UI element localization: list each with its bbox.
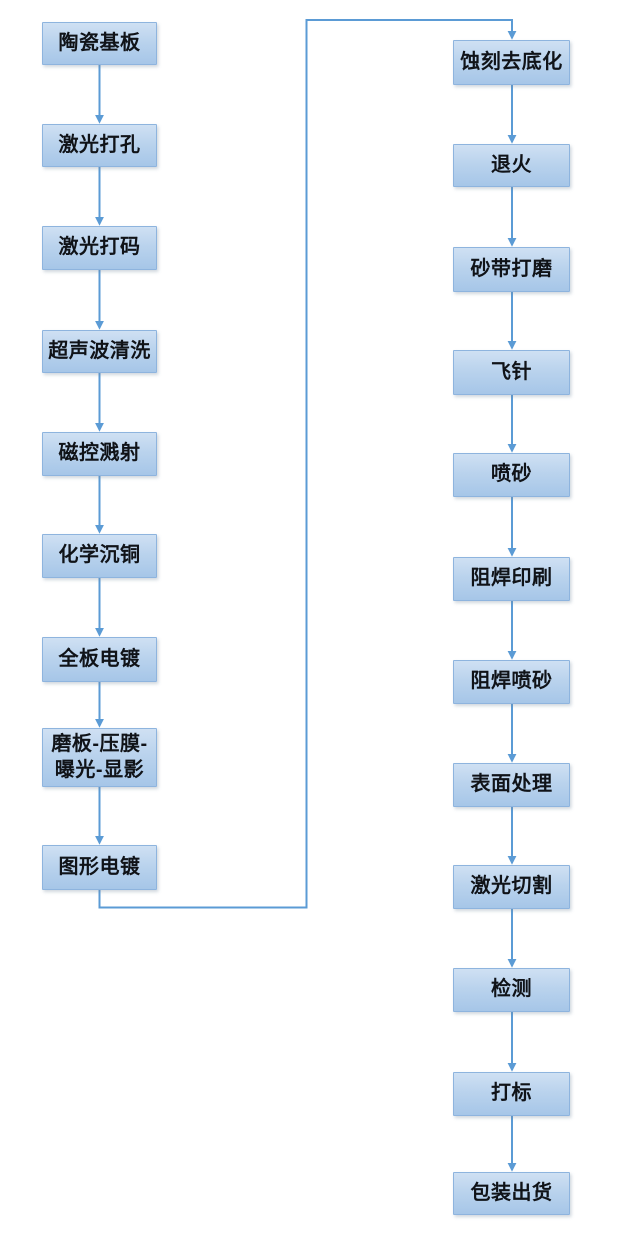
node-label: 磨板-压膜- 曝光-显影	[51, 732, 148, 781]
connector-left-to-right	[98, 19, 517, 909]
flow-node-panel-plating: 全板电镀	[42, 637, 157, 682]
node-label: 阻焊印刷	[470, 567, 553, 590]
node-label: 阻焊喷砂	[470, 670, 553, 693]
flow-node-packing-shipping: 包装出货	[453, 1172, 570, 1215]
flow-node-laser-cutting: 激光切割	[453, 865, 570, 909]
flow-node-soldermask-printing: 阻焊印刷	[453, 557, 570, 601]
node-label: 化学沉铜	[58, 544, 141, 567]
flow-node-belt-grinding: 砂带打磨	[453, 247, 570, 292]
flow-node-ultrasonic-cleaning: 超声波清洗	[42, 330, 157, 373]
flow-node-marking: 打标	[453, 1072, 570, 1116]
flow-node-annealing: 退火	[453, 144, 570, 187]
node-label: 打标	[491, 1082, 532, 1105]
node-label: 表面处理	[470, 773, 553, 796]
flow-node-magnetron-sputtering: 磁控溅射	[42, 432, 157, 476]
flow-node-ceramic-substrate: 陶瓷基板	[42, 22, 157, 65]
flow-node-grind-laminate-expose-develop: 磨板-压膜- 曝光-显影	[42, 728, 157, 787]
flow-node-inspection: 检测	[453, 968, 570, 1012]
flow-node-etch-deseeding: 蚀刻去底化	[453, 40, 570, 85]
node-label: 全板电镀	[58, 647, 141, 670]
flow-node-laser-coding: 激光打码	[42, 226, 157, 270]
node-label: 喷砂	[491, 463, 532, 486]
node-label: 退火	[491, 153, 532, 176]
node-label: 超声波清洗	[48, 339, 151, 362]
node-label: 磁控溅射	[58, 442, 141, 465]
node-label: 激光打码	[58, 236, 141, 259]
node-label: 蚀刻去底化	[460, 50, 563, 73]
flow-node-electroless-copper: 化学沉铜	[42, 534, 157, 578]
flow-node-flying-probe: 飞针	[453, 350, 570, 395]
flow-node-laser-drilling: 激光打孔	[42, 124, 157, 167]
node-label: 图形电镀	[58, 855, 141, 878]
node-label: 砂带打磨	[470, 257, 553, 280]
node-label: 激光切割	[470, 875, 553, 898]
flow-node-soldermask-sandblasting: 阻焊喷砂	[453, 660, 570, 704]
node-label: 包装出货	[470, 1181, 553, 1204]
flow-node-pattern-plating: 图形电镀	[42, 845, 157, 890]
flow-node-surface-finish: 表面处理	[453, 763, 570, 807]
node-label: 激光打孔	[58, 133, 141, 156]
flow-node-sandblasting: 喷砂	[453, 453, 570, 497]
node-label: 飞针	[491, 360, 532, 383]
node-label: 陶瓷基板	[58, 31, 141, 54]
node-label: 检测	[491, 978, 532, 1001]
